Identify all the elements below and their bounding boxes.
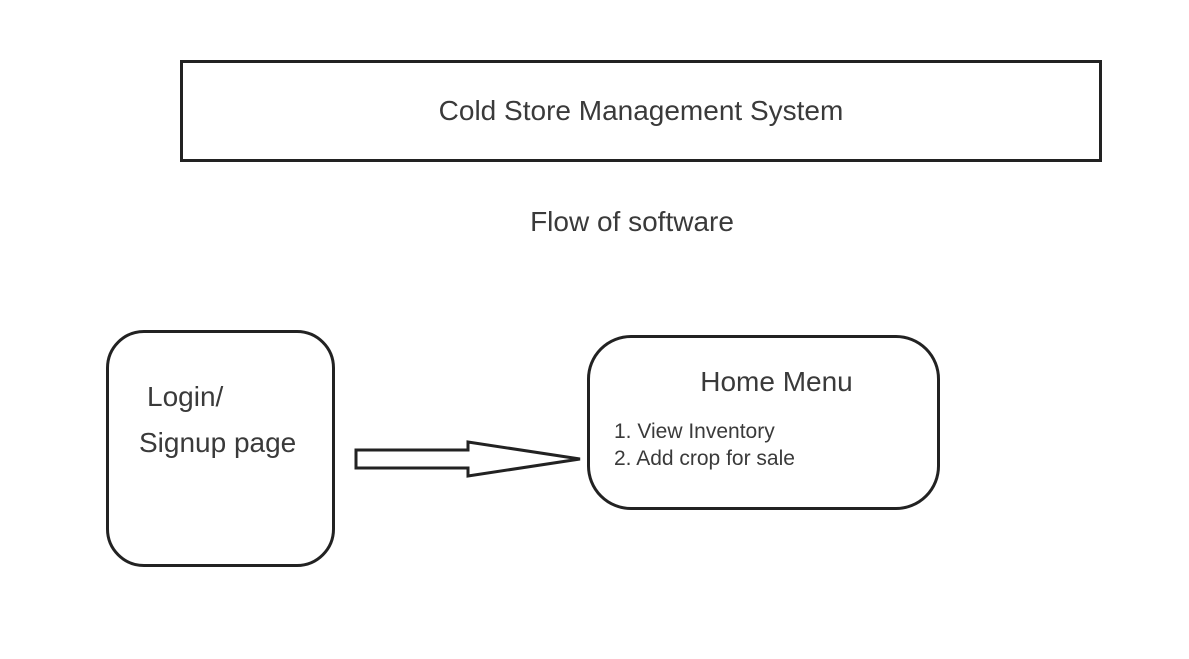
login-label: Login/ <box>147 381 224 412</box>
flow-arrow-icon <box>354 440 581 478</box>
diagram-title: Cold Store Management System <box>438 95 844 126</box>
home-menu-item-add-crop: 2. Add crop for sale <box>614 447 795 470</box>
login-signup-node: Login/ Signup page <box>106 330 335 567</box>
home-menu-item-view-inventory: 1. View Inventory <box>614 420 775 443</box>
home-menu-node: Home Menu 1. View Inventory 2. Add crop … <box>587 335 940 510</box>
home-menu-title: Home Menu <box>700 366 853 397</box>
diagram-subtitle: Flow of software <box>530 206 734 237</box>
title-box: Cold Store Management System <box>180 60 1102 162</box>
signup-page-label: Signup page <box>139 427 297 458</box>
home-menu-list: 1. View Inventory 2. Add crop for sale <box>614 418 795 472</box>
